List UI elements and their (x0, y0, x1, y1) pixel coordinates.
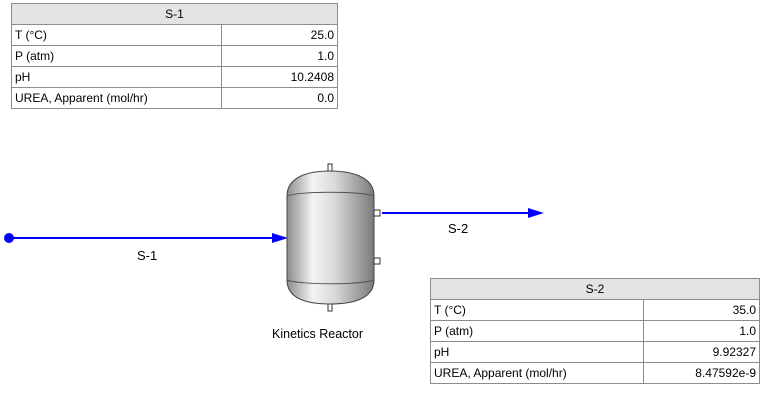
stream-label-s1[interactable]: S-1 (137, 248, 158, 263)
reactor-label[interactable]: Kinetics Reactor (272, 327, 364, 341)
stream-s1[interactable] (4, 233, 288, 243)
row-label: T (°C) (430, 299, 644, 321)
row-label: pH (430, 341, 644, 363)
row-value: 0.0 (221, 87, 338, 109)
stream-table-s2[interactable]: S-2 T (°C) 35.0 P (atm) 1.0 pH 9.92327 U… (430, 278, 760, 384)
stream-s2[interactable] (382, 208, 544, 218)
arrow-head-icon (528, 208, 544, 218)
stream-label-s2[interactable]: S-2 (448, 221, 469, 236)
row-value: 35.0 (643, 299, 760, 321)
stream-table-s1[interactable]: S-1 T (°C) 25.0 P (atm) 1.0 pH 10.2408 U… (11, 3, 338, 109)
row-value: 9.92327 (643, 341, 760, 363)
row-label: UREA, Apparent (mol/hr) (430, 362, 644, 384)
table-header-row: S-2 (430, 278, 760, 300)
row-value: 8.47592e-9 (643, 362, 760, 384)
table-row: UREA, Apparent (mol/hr) 8.47592e-9 (430, 362, 760, 384)
table-row: P (atm) 1.0 (430, 320, 760, 342)
table-row: pH 9.92327 (430, 341, 760, 363)
table-row: P (atm) 1.0 (11, 45, 338, 67)
row-value: 1.0 (643, 320, 760, 342)
table-row: T (°C) 35.0 (430, 299, 760, 321)
arrow-head-icon (272, 233, 288, 243)
reactor-vessel-icon[interactable] (286, 163, 381, 312)
table-row: UREA, Apparent (mol/hr) 0.0 (11, 87, 338, 109)
row-label: P (atm) (11, 45, 222, 67)
table-title: S-2 (430, 278, 760, 300)
row-label: P (atm) (430, 320, 644, 342)
